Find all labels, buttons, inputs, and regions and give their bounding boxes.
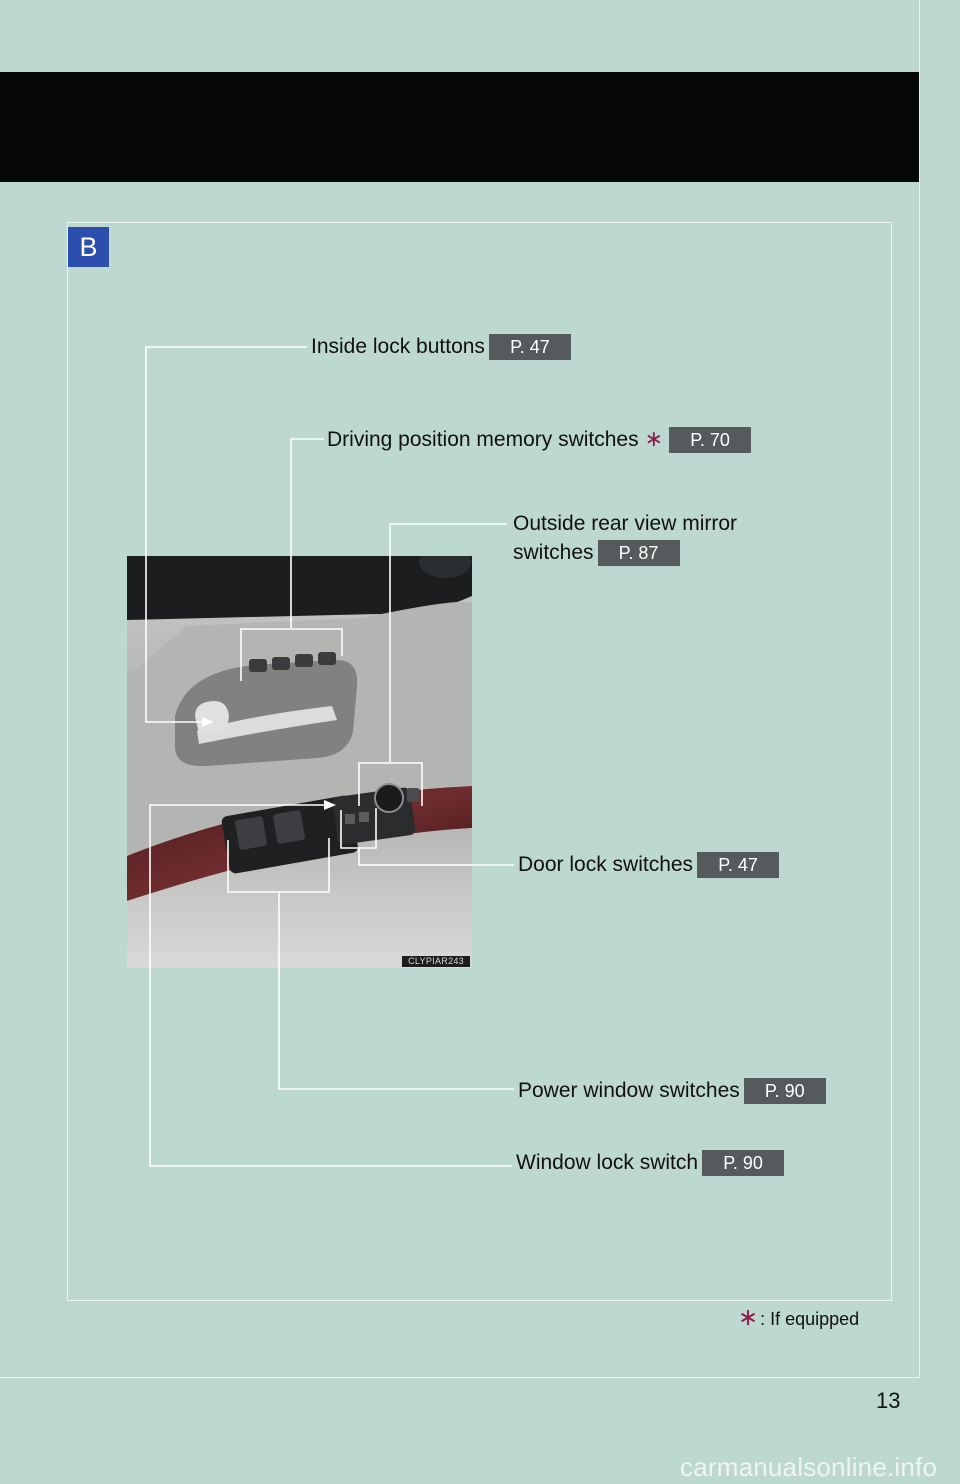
- header-bar: [0, 72, 920, 182]
- page-ref-inside-lock[interactable]: P. 47: [488, 334, 571, 361]
- label-power-window-switches: Power window switches: [518, 1079, 740, 1102]
- leader-mirror: [389, 523, 507, 762]
- label-inside-lock-buttons: Inside lock buttons: [311, 335, 485, 358]
- label-driving-position-memory: Driving position memory switches: [327, 428, 639, 451]
- bracket-door-lock: [340, 808, 377, 849]
- footnote-star-icon: ∗: [738, 1304, 759, 1331]
- page-ref-door-lock[interactable]: P. 47: [697, 852, 780, 879]
- leader-window-lock: [149, 804, 512, 1167]
- leader-power-window: [278, 892, 514, 1090]
- door-panel-photo: CLYPIAR243: [127, 556, 472, 968]
- footnote-if-equipped: ∗: If equipped: [738, 1303, 859, 1332]
- page-ref-power-window[interactable]: P. 90: [743, 1078, 826, 1105]
- watermark: carmanualsonline.info: [680, 1452, 938, 1482]
- page-ref-memory[interactable]: P. 70: [669, 427, 752, 454]
- content-frame: [67, 222, 892, 1301]
- photo-code: CLYPIAR243: [402, 956, 470, 967]
- page-ref-mirror[interactable]: P. 87: [597, 540, 680, 567]
- page-ref-window-lock[interactable]: P. 90: [702, 1150, 785, 1177]
- leader-door-lock: [358, 848, 514, 866]
- section-badge: B: [68, 227, 109, 267]
- bracket-power-window: [227, 838, 330, 893]
- arrow-inside-lock: [202, 717, 214, 727]
- page-number: 13: [876, 1388, 901, 1413]
- bracket-memory: [240, 628, 343, 681]
- arrow-window-lock: [324, 800, 336, 810]
- leader-inside-lock: [145, 346, 307, 723]
- if-equipped-star-icon: ∗: [644, 426, 664, 451]
- label-outside-mirror-line1: Outside rear view mirror: [513, 512, 738, 535]
- label-door-lock-switches: Door lock switches: [518, 853, 694, 876]
- footnote-text: : If equipped: [760, 1309, 860, 1329]
- leader-memory: [290, 438, 324, 628]
- callout-driving-position-memory: Driving position memory switches∗P. 70: [327, 426, 752, 454]
- bracket-mirror: [358, 762, 423, 806]
- right-margin-rule: [919, 0, 920, 1378]
- bottom-margin-rule: [0, 1377, 920, 1378]
- label-window-lock-switch: Window lock switch: [516, 1151, 699, 1174]
- door-panel-illustration: [127, 556, 472, 968]
- label-outside-mirror-line2: switches: [513, 541, 594, 564]
